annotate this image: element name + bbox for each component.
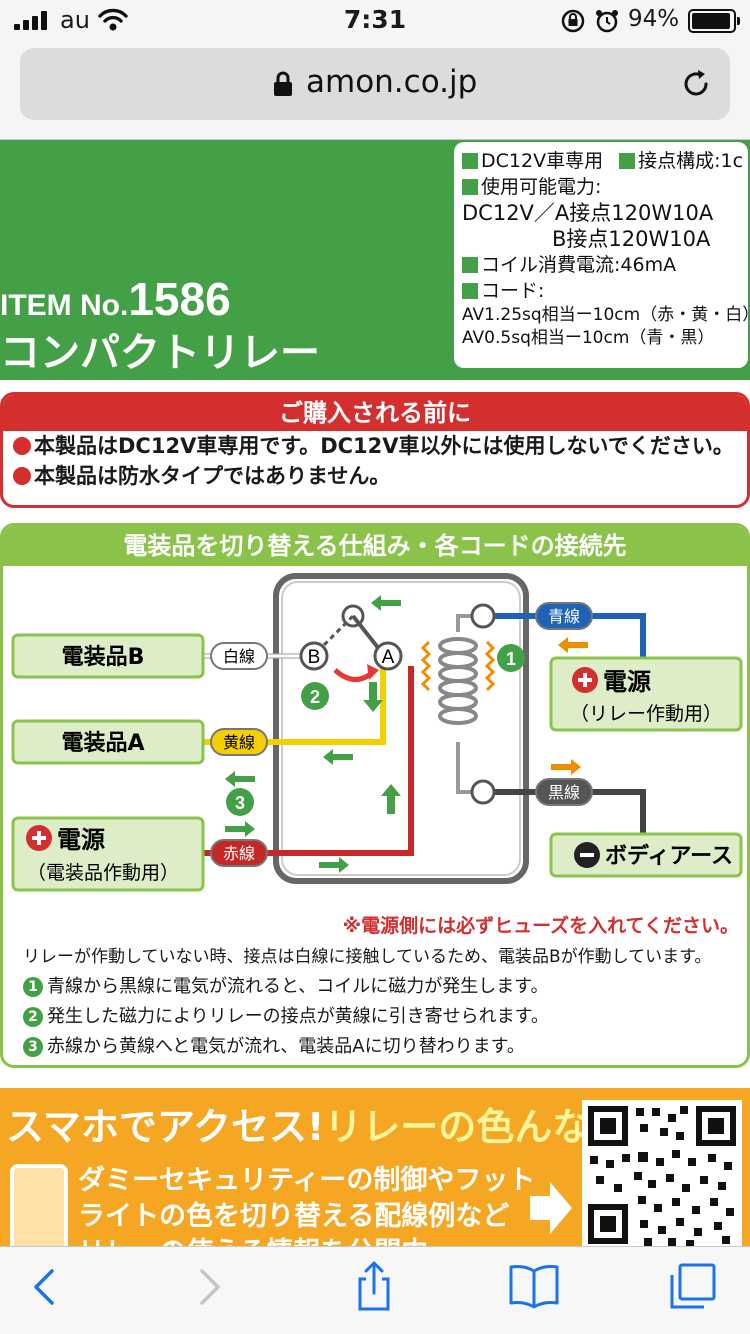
svg-text:黄線: 黄線 [223,733,255,752]
description-intro: リレーが作動していない時、接点は白線に接触しているため、電装品Bが作動しています… [23,947,712,967]
svg-text:3: 3 [235,793,245,813]
warning-line: 本製品は防水タイプではありません。 [3,461,747,491]
item-number: ITEM No.1586 [0,272,231,326]
bullet-square-icon [619,153,636,169]
spec-line: コイル消費電流:46mA [462,252,740,278]
power-relay-box [549,656,743,732]
bullet-square-icon [462,153,478,169]
reload-icon[interactable] [680,68,712,100]
svg-text:黒線: 黒線 [548,783,580,802]
bullet-square-icon [462,257,478,273]
forward-button[interactable] [196,1265,226,1309]
address-bar[interactable]: amon.co.jp [20,48,730,120]
battery-percent: 94% [628,6,680,32]
spec-line: AV1.25sq相当ー10cm（赤・黄・白） [462,305,750,325]
padlock-icon [274,71,292,96]
wire-label-yellow [210,728,268,756]
qr-code-icon[interactable] [582,1100,742,1246]
current-flow-arrows [225,595,401,873]
spec-line: 使用可能電力: [462,174,740,200]
banner-line: ライトの色を切り替える配線例など [78,1201,510,1232]
body-earth-label: ボディアース [605,843,733,869]
bookmarks-button[interactable] [508,1263,560,1309]
svg-text:赤線: 赤線 [223,844,255,863]
svg-text:青線: 青線 [548,607,580,626]
tabs-button[interactable] [668,1261,718,1311]
step-badge [301,682,329,710]
spec-line: B接点120W10A [552,227,711,251]
share-button[interactable] [354,1259,394,1313]
svg-text:1: 1 [506,649,516,669]
warning-line: 本製品はDC12V車専用です。DC12V車以外には使用しないでください。 [3,431,747,461]
step-number: 2 [23,1007,43,1027]
wire-label-black [535,778,593,806]
url-text: amon.co.jp [306,64,478,100]
svg-text:2: 2 [310,687,320,707]
battery-icon [688,9,740,33]
arrow-right-icon [530,1182,572,1234]
contact-a [373,641,403,671]
device-a-box [11,719,205,765]
power-main-label: 電源 [57,826,105,854]
device-b-box [11,633,205,679]
back-button[interactable] [28,1265,58,1309]
wire-label-red [210,839,268,867]
relay-wiring-diagram: B A 1 [11,573,743,892]
rotation-lock-icon [561,9,585,33]
banner-line: リレーの使える情報を公開中 [78,1230,428,1246]
fuse-note: ※電源側には必ずヒューズを入れてください。 [342,915,739,937]
smartphone-access-banner[interactable]: スマホでアクセス!リレーの色んな使い方 ダミーセキュリティーの制御やフット ライ… [0,1088,750,1246]
coil-current-arrows [551,637,588,775]
power-main-box [11,816,205,892]
item-number-value: 1586 [128,273,231,325]
step-badge [226,788,254,816]
bullet-dot-icon [13,467,31,485]
spec-box: DC12V車専用 接点構成:1c 使用可能電力: DC12V／A接点120W10… [454,142,750,368]
mechanism-title: 電装品を切り替える仕組み・各コードの接続先 [3,526,747,566]
web-page: ITEM No.1586 コンパクトリレー DC12V車専用 接点構成:1c 使… [0,140,750,1246]
contact-b [299,641,329,671]
wire-label-white [210,642,268,670]
item-prefix: ITEM No. [0,289,129,322]
banner-line: ダミーセキュリティーの制御やフット [78,1165,536,1196]
cellular-signal-icon [14,10,47,30]
warning-title: ご購入される前に [3,395,747,431]
purchase-warning: ご購入される前に 本製品はDC12V車専用です。DC12V車以外には使用しないで… [0,392,750,508]
spec-line: AV0.5sq相当ー10cm（青・黒） [462,328,715,348]
clock: 7:31 [343,5,407,34]
product-header: ITEM No.1586 コンパクトリレー DC12V車専用 接点構成:1c 使… [0,140,750,380]
contact-b-label: B [308,647,321,668]
power-relay-sub: （リレー作動用） [570,703,722,725]
carrier-name: au [60,6,90,34]
alarm-icon [596,10,618,33]
bullet-dot-icon [13,437,31,455]
step-badge [497,644,525,672]
wire-label-blue [535,602,593,630]
bullet-square-icon [462,179,478,195]
power-relay-label: 電源 [603,668,651,696]
step-number: 3 [23,1037,43,1057]
contact-a-label: A [382,647,395,668]
power-main-sub: （電装品作動用） [27,862,179,884]
bullet-square-icon [462,283,478,299]
mechanism-section: 電装品を切り替える仕組み・各コードの接続先 [0,523,750,1068]
status-bar: au 7:31 94% [0,0,750,42]
body-earth-box [549,832,743,878]
spec-line: コード: [462,278,740,304]
smartphone-icon [10,1164,68,1246]
spec-line: DC12V／A接点120W10A [462,201,714,225]
product-name: コンパクトリレー [0,330,320,376]
device-b-label: 電装品B [62,645,145,670]
browser-address-area: amon.co.jp [0,42,750,140]
step-number: 1 [23,977,43,997]
spec-line: DC12V車専用 接点構成:1c [462,148,743,174]
device-a-label: 電装品A [61,731,144,756]
wifi-icon [98,8,128,31]
svg-text:白線: 白線 [223,647,255,666]
browser-toolbar [0,1246,750,1334]
coil-icon [420,632,496,742]
